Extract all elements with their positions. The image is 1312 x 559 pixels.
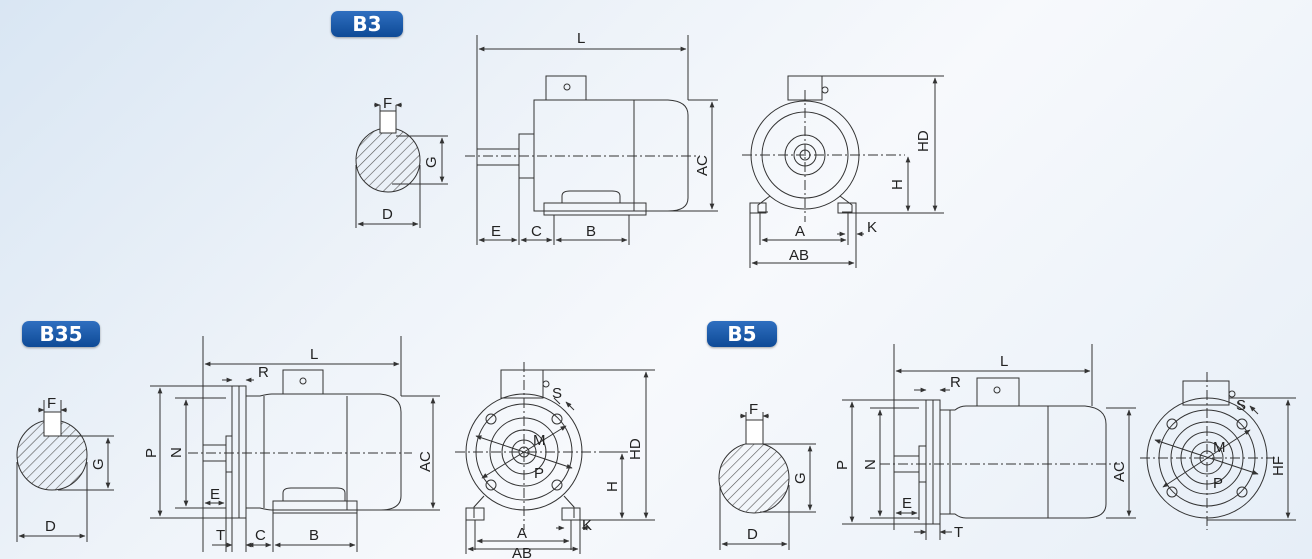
b3-shaft-section xyxy=(355,102,448,228)
b5-label-s: S xyxy=(1236,397,1246,414)
b3-label-ac: AC xyxy=(694,155,711,176)
b35-label-b: B xyxy=(309,527,319,544)
b5-label-l: L xyxy=(1000,353,1008,370)
b35-label-ab: AB xyxy=(512,545,532,559)
b5-label-g: G xyxy=(792,472,809,484)
b5-label-e: E xyxy=(902,495,912,512)
badge-b3: B3 xyxy=(331,11,403,37)
b5-front-view xyxy=(1140,372,1296,530)
b5-label-hf: HF xyxy=(1270,456,1287,476)
b35-label-p-front: P xyxy=(534,465,544,482)
b3-label-c: C xyxy=(531,223,542,240)
b3-label-g: G xyxy=(423,156,440,168)
b5-label-t: T xyxy=(954,524,963,541)
b3-front-view xyxy=(742,75,944,268)
badge-b5: B5 xyxy=(707,321,777,347)
b35-label-e: E xyxy=(210,486,220,503)
b35-shaft-section xyxy=(16,400,114,542)
b35-label-ac: AC xyxy=(417,451,434,472)
badge-b35: B35 xyxy=(22,321,100,347)
b35-label-d: D xyxy=(45,518,56,535)
b3-label-ab: AB xyxy=(789,247,809,264)
b35-front-view xyxy=(455,362,655,554)
b3-label-h: H xyxy=(889,179,906,190)
b3-label-hd: HD xyxy=(915,130,932,152)
b5-label-r: R xyxy=(950,374,961,391)
b3-label-a: A xyxy=(795,223,805,240)
b5-shaft-section xyxy=(718,412,816,550)
b35-side-view xyxy=(150,336,440,552)
b35-label-k: K xyxy=(582,517,592,534)
b5-label-f: F xyxy=(749,401,758,418)
b3-label-f: F xyxy=(383,95,392,112)
b3-label-b: B xyxy=(586,223,596,240)
b35-label-p: P xyxy=(143,448,160,458)
b35-label-m: M xyxy=(533,432,546,449)
b35-label-a: A xyxy=(517,525,527,542)
b5-label-d: D xyxy=(747,526,758,543)
b5-side-view xyxy=(842,344,1136,540)
b35-label-f: F xyxy=(47,395,56,412)
b35-label-l: L xyxy=(310,346,318,363)
b5-label-p: P xyxy=(834,460,851,470)
b3-label-k: K xyxy=(867,219,877,236)
b35-label-c: C xyxy=(255,527,266,544)
b35-label-n: N xyxy=(168,447,185,458)
b3-side-view xyxy=(465,35,718,245)
b35-label-g: G xyxy=(90,458,107,470)
b3-label-e: E xyxy=(491,223,501,240)
b5-label-p-front: P xyxy=(1213,475,1223,492)
b35-label-s: S xyxy=(552,385,562,402)
b3-label-d: D xyxy=(382,206,393,223)
b35-label-hd: HD xyxy=(627,438,644,460)
b5-label-ac: AC xyxy=(1111,461,1128,482)
b5-label-n: N xyxy=(862,459,879,470)
b3-label-l: L xyxy=(577,30,585,47)
b35-label-r: R xyxy=(258,364,269,381)
b35-label-h: H xyxy=(604,481,621,492)
b35-label-t: T xyxy=(216,527,225,544)
b5-label-m: M xyxy=(1213,439,1226,456)
